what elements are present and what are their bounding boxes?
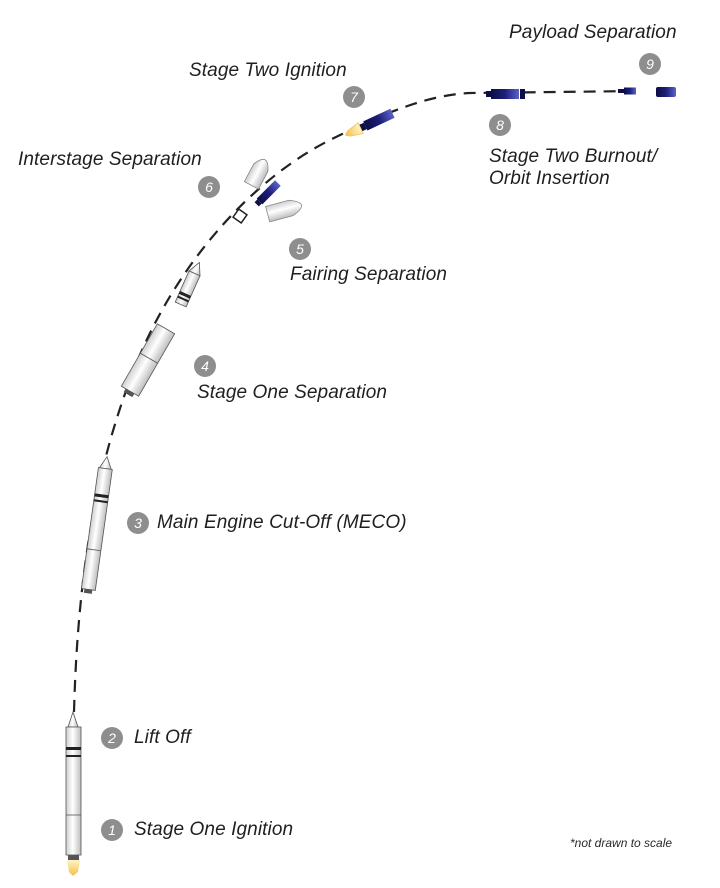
- step-8-badge: 8: [489, 114, 511, 136]
- step-9-badge: 9: [639, 53, 661, 75]
- step-5-label: Fairing Separation: [290, 264, 448, 285]
- step-8-label-line-2: Orbit Insertion: [489, 168, 610, 189]
- step-7-label: Stage Two Ignition: [189, 60, 347, 81]
- fairing-half-lower: [265, 199, 302, 223]
- step-8-label-line-1: Stage Two Burnout/: [489, 146, 658, 167]
- step-3-badge: 3: [127, 512, 149, 534]
- stage-two-ignition: [344, 108, 395, 137]
- rocket-on-pad: [65, 710, 82, 876]
- step-2-badge: 2: [101, 727, 123, 749]
- step-4-label: Stage One Separation: [197, 382, 388, 403]
- scale-footnote: *not drawn to scale: [570, 836, 673, 850]
- spent-stage-two: [618, 87, 636, 95]
- separated-stage-one: [120, 323, 176, 398]
- step-1-badge: 1: [101, 819, 123, 841]
- step-1-label: Stage One Ignition: [134, 819, 294, 840]
- stage-two-burnout: [486, 89, 525, 99]
- step-3-label: Main Engine Cut-Off (MECO): [157, 512, 407, 533]
- rocket-meco: [80, 455, 113, 594]
- step-6-label: Interstage Separation: [18, 149, 202, 170]
- payload: [656, 87, 676, 97]
- step-4-badge: 4: [194, 355, 216, 377]
- stage-two-at-fairing-separation: [254, 180, 281, 207]
- step-6-badge: 6: [198, 176, 220, 198]
- step-2-label: Lift Off: [134, 727, 191, 748]
- step-5-badge: 5: [289, 238, 311, 260]
- trajectory-path: [72, 89, 641, 713]
- step-7-badge: 7: [343, 86, 365, 108]
- fairing-half-upper: [243, 158, 269, 190]
- interstage-ring: [231, 207, 249, 225]
- ignition-flame: [67, 860, 80, 876]
- step-9-label: Payload Separation: [509, 22, 677, 43]
- upper-stack: [174, 261, 201, 308]
